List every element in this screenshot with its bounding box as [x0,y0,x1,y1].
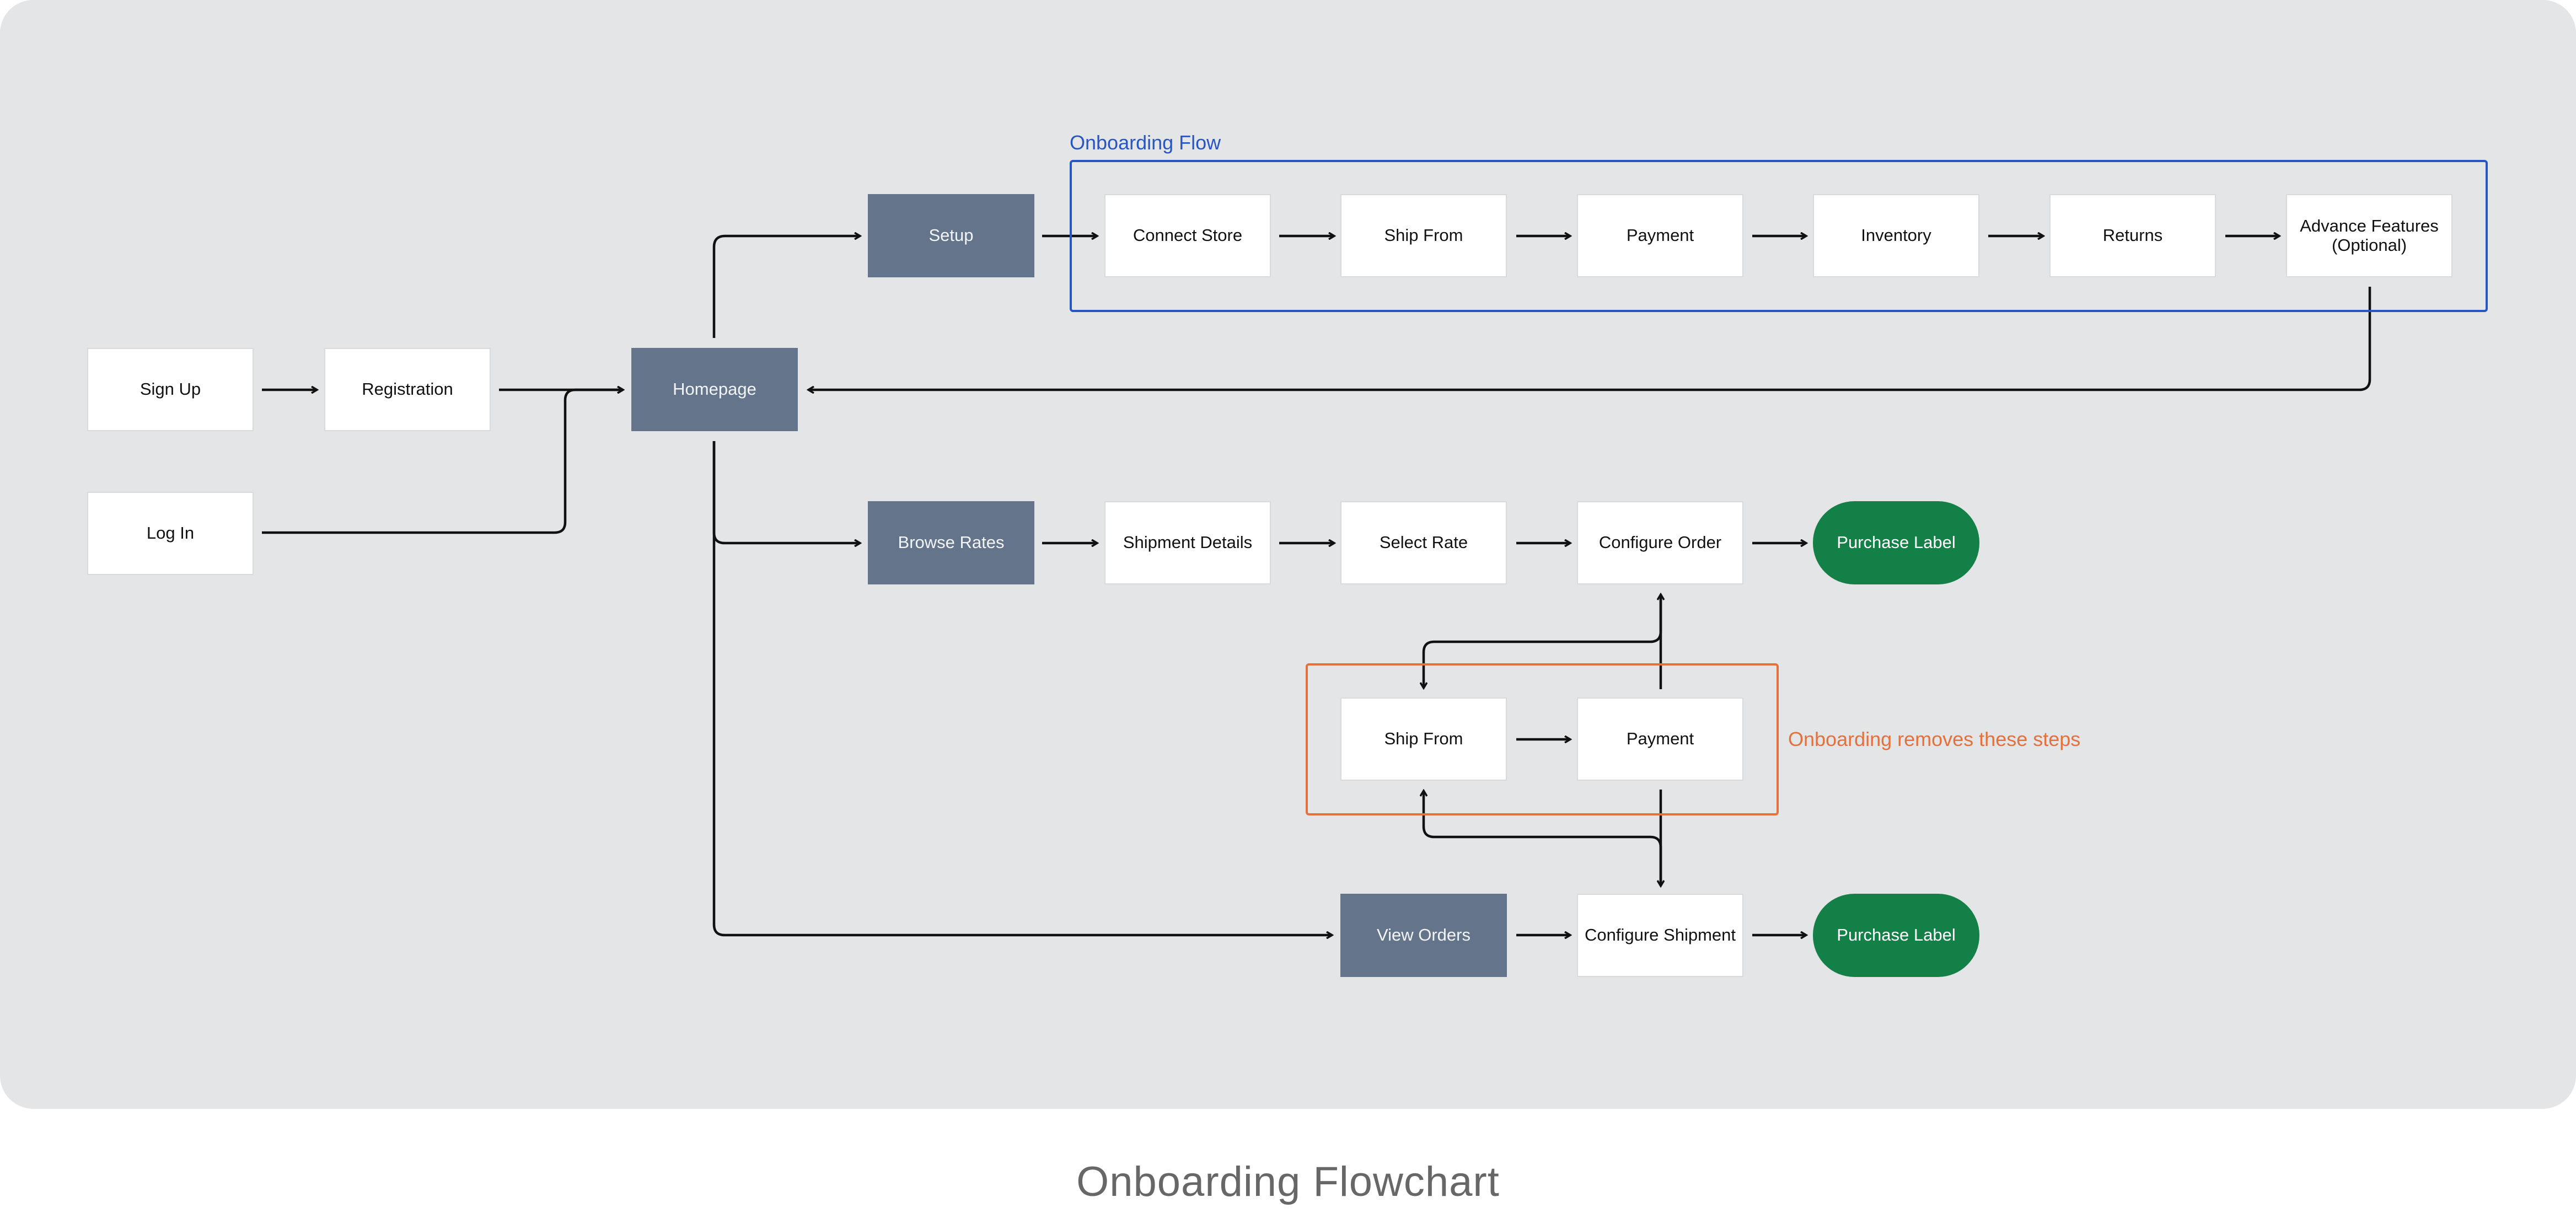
node-log-in[interactable]: Log In [87,492,254,575]
page-title: Onboarding Flowchart [1076,1158,1500,1205]
edge-homepage-browserates [712,441,860,543]
node-sign-up[interactable]: Sign Up [87,348,254,431]
edge-advance-homepage [808,287,2371,390]
node-registration[interactable]: Registration [324,348,491,431]
node-advance-features[interactable]: Advance Features (Optional) [2286,194,2452,277]
node-select-rate[interactable]: Select Rate [1340,501,1507,584]
node-setup[interactable]: Setup [868,194,1034,277]
edge-homepage-setup [712,236,860,338]
onboarding-removes-group [1306,663,1779,815]
node-connect-store[interactable]: Connect Store [1104,194,1271,277]
node-shipment-details[interactable]: Shipment Details [1104,501,1271,584]
node-payment-removed[interactable]: Payment [1577,697,1743,781]
node-purchase-label-orders[interactable]: Purchase Label [1813,894,1979,977]
diagram-canvas: Onboarding Flow Onboarding removes these… [0,0,2576,1109]
node-ship-from-onboarding[interactable]: Ship From [1340,194,1507,277]
node-purchase-label-rates[interactable]: Purchase Label [1813,501,1979,584]
edges-layer [262,0,2371,1109]
node-homepage[interactable]: Homepage [631,348,798,431]
onboarding-flow-label: Onboarding Flow [1070,131,1221,154]
edge-login-homepage [262,390,623,534]
node-browse-rates[interactable]: Browse Rates [868,501,1034,584]
onboarding-flow-group [1070,160,2488,312]
node-inventory[interactable]: Inventory [1813,194,1979,277]
node-configure-order[interactable]: Configure Order [1577,501,1743,584]
node-ship-from-removed[interactable]: Ship From [1340,697,1507,781]
onboarding-removes-label: Onboarding removes these steps [1788,728,2081,750]
edge-homepage-vieworders [712,441,1332,935]
node-view-orders[interactable]: View Orders [1340,894,1507,977]
node-configure-shipment[interactable]: Configure Shipment [1577,894,1743,977]
node-returns[interactable]: Returns [2049,194,2216,277]
node-payment-onboarding[interactable]: Payment [1577,194,1743,277]
